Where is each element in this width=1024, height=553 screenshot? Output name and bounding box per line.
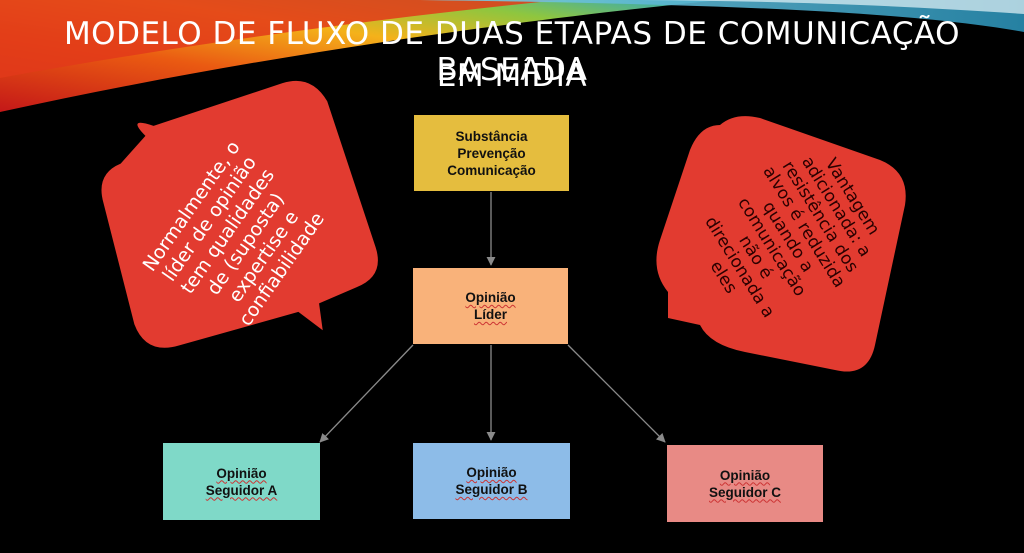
left-callout-bubble (101, 80, 378, 348)
node-follower-c-line-1: Opinião (719, 467, 771, 483)
node-follower-b-line-2: Seguidor B (455, 482, 528, 497)
node-follower-c-line-2: Seguidor C (708, 484, 781, 500)
node-leader-line-2: Líder (473, 307, 507, 322)
arrow-leader-to-follower-a (319, 344, 414, 443)
arrow-leader-to-follower-c (567, 344, 666, 443)
node-source-line-3: Comunicação (447, 162, 536, 178)
right-callout-bubble (656, 116, 906, 372)
swoosh-shape (420, 0, 1024, 32)
node-source-line-1: Substância (455, 128, 528, 144)
node-leader: Opinião Líder (413, 268, 568, 344)
node-source-line-2: Prevenção (457, 145, 526, 161)
node-follower-c: Opinião Seguidor C (667, 445, 823, 522)
node-follower-b: Opinião Seguidor B (413, 443, 570, 519)
node-leader-line-1: Opinião (465, 290, 516, 305)
node-follower-a-line-1: Opinião (216, 465, 267, 481)
swoosh-shape (640, 0, 1024, 14)
node-follower-a-line-2: Seguidor A (205, 482, 278, 498)
node-follower-a: Opinião Seguidor A (163, 443, 320, 520)
swoosh-shape (0, 0, 560, 78)
node-follower-b-line-1: Opinião (466, 465, 517, 480)
slide-title-line-2: EM MÍDIA (436, 58, 588, 94)
node-source: Substância Prevenção Comunicação (414, 115, 569, 191)
slide-title-line-1: MODELO DE FLUXO DE DUAS ETAPAS DE COMUNI… (63, 16, 961, 88)
